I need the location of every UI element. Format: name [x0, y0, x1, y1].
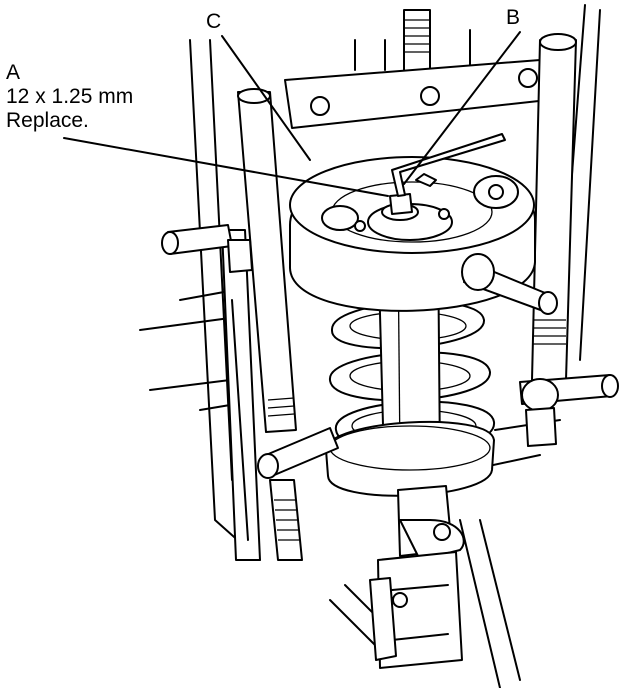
leader-line-b: [403, 31, 521, 185]
hex-wrench: [391, 133, 506, 197]
callout-a-note: Replace.: [6, 109, 89, 132]
lower-right-handle: [519, 374, 619, 447]
left-post: [237, 88, 297, 433]
lower-left-handle: [257, 427, 339, 561]
callout-a-letter: A: [6, 61, 21, 84]
left-rail: [221, 229, 261, 561]
callout-a-spec: 12 x 1.25 mm: [6, 85, 134, 108]
lower-spring-seat: [325, 420, 495, 497]
strut-lower-body: [369, 485, 465, 669]
callout-b-letter: B: [506, 6, 521, 29]
right-post: [531, 33, 577, 381]
strut-mount: [354, 193, 453, 241]
leader-line-c: [221, 35, 311, 161]
leader-lines: [63, 31, 521, 197]
callout-c-letter: C: [206, 10, 222, 33]
leader-line-a: [63, 137, 389, 197]
left-handle-upper: [161, 224, 253, 273]
top-cross-plate: [284, 59, 549, 129]
right-handle-upper: [461, 253, 558, 315]
